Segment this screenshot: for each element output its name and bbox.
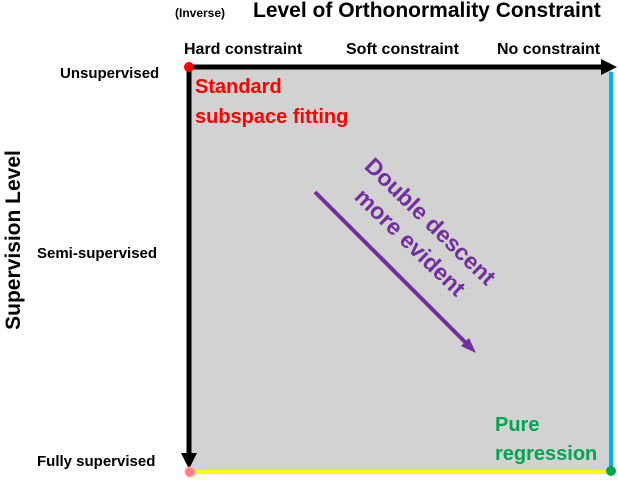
column-label-soft-constraint: Soft constraint: [346, 41, 459, 58]
row-label-semi-supervised: Semi-supervised: [37, 245, 158, 262]
diagram-panel: [189, 67, 612, 471]
standard-subspace-fitting-line1: Standard: [195, 76, 282, 98]
title-prefix: (Inverse): [175, 6, 226, 20]
column-label-hard-constraint: Hard constraint: [184, 41, 303, 58]
left-axis-arrowhead: [181, 453, 197, 469]
bottom-right-green-dot: [606, 466, 616, 476]
standard-subspace-fitting-line2: subspace fitting: [195, 106, 349, 128]
top-axis-arrowhead: [601, 59, 617, 75]
row-label-fully-supervised: Fully supervised: [37, 453, 156, 470]
pure-regression-line2: regression: [495, 443, 598, 465]
pure-regression-label: Pure regression: [495, 411, 597, 469]
top-left-red-dot: [184, 62, 194, 72]
bottom-left-dot: [184, 466, 196, 478]
diagonal-arrowhead: [461, 338, 476, 353]
row-label-unsupervised: Unsupervised: [60, 65, 160, 82]
page-title: Level of Orthonormality Constraint: [253, 0, 601, 22]
diagonal-arrow-line: [313, 190, 469, 346]
column-label-no-constraint: No constraint: [497, 41, 601, 58]
standard-subspace-fitting-label: Standard subspace fitting: [195, 72, 348, 132]
pure-regression-line1: Pure: [495, 414, 540, 436]
